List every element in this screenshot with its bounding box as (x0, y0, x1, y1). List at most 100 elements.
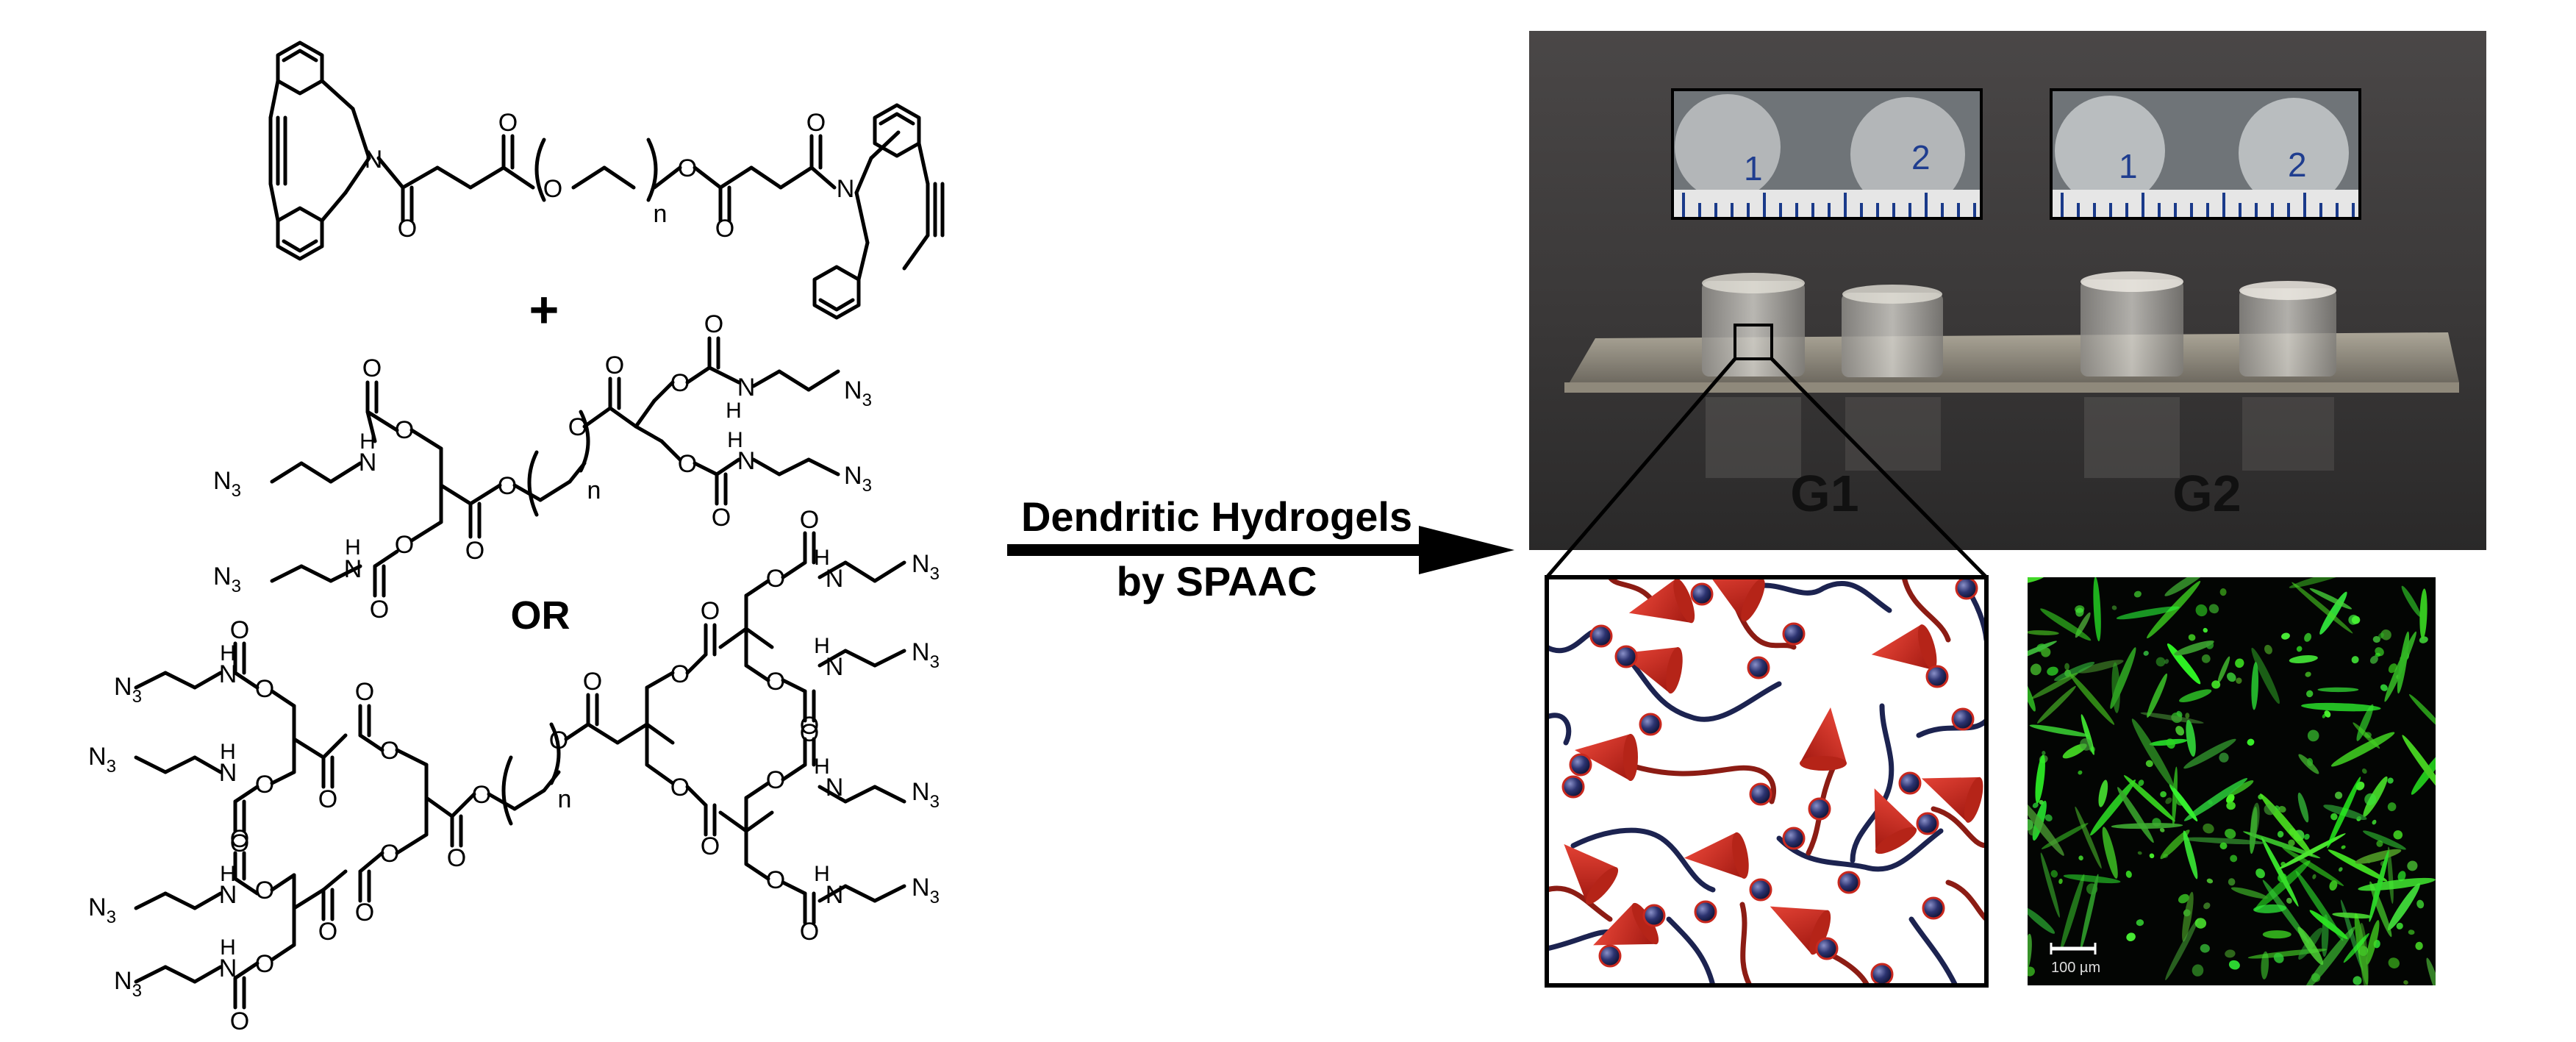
live-cell (2419, 636, 2428, 643)
live-cell (2137, 851, 2142, 855)
atom-n: N (344, 555, 362, 583)
crosslink-node (1569, 753, 1592, 777)
atom-n: N (826, 774, 844, 802)
live-cell (2219, 842, 2228, 850)
atom-o: O (766, 766, 785, 794)
atom-o: O (255, 877, 274, 904)
ruler-mark: 1 (1744, 149, 1763, 188)
live-cell (2047, 666, 2058, 676)
live-cell (2280, 861, 2286, 867)
live-cell (2262, 930, 2291, 939)
live-cell (2147, 673, 2168, 718)
crosslink-node (1561, 775, 1585, 799)
live-cell (2040, 852, 2060, 918)
label-g2: G2 (2172, 465, 2241, 522)
atom-o: O (395, 531, 414, 559)
live-cell (2030, 663, 2042, 676)
live-cell (2255, 868, 2265, 879)
chemical-structures (134, 40, 945, 1010)
live-cell (2165, 918, 2199, 980)
network-schematic (1545, 575, 1989, 988)
live-cell (2341, 845, 2346, 849)
atom-o: O (255, 675, 274, 703)
live-cell (2295, 870, 2344, 941)
atom-o: O (800, 719, 819, 747)
live-cell (2369, 850, 2389, 922)
live-cell (2160, 829, 2190, 860)
live-cell (2165, 797, 2172, 804)
live-cell (2078, 770, 2083, 775)
gel-g2-b (2239, 281, 2336, 377)
live-cell (2332, 912, 2372, 919)
live-cell (2111, 662, 2120, 713)
dbco-peg-linker (268, 40, 945, 320)
dendron-cone (1800, 707, 1847, 771)
peg-strand-red (1625, 762, 1777, 804)
inset-g1 (1671, 88, 1983, 220)
live-cell (2297, 792, 2309, 823)
live-cell (2225, 949, 2236, 958)
atom-o: O (465, 537, 484, 565)
atom-n: N (359, 449, 377, 477)
atom-n: N (837, 175, 855, 203)
live-cell (2296, 646, 2303, 652)
live-cell (2307, 729, 2319, 742)
atom-o: O (678, 154, 697, 182)
crosslink-node (1782, 827, 1806, 850)
live-cell (2028, 797, 2064, 856)
live-cell (2387, 777, 2394, 784)
atom-o: O (670, 774, 690, 802)
live-cell (2032, 802, 2039, 808)
live-cell (2419, 588, 2427, 640)
live-cell (2225, 828, 2236, 839)
crosslink-node (1916, 812, 1939, 835)
atom-h: H (814, 546, 830, 570)
atom-o: O (800, 506, 819, 534)
peg-strand-red (1739, 902, 1753, 985)
live-cell (2351, 615, 2361, 624)
azide-label: N3 (213, 563, 241, 596)
live-cell (2075, 806, 2102, 869)
live-cell (2042, 751, 2046, 755)
live-cell (2201, 654, 2211, 663)
atom-o: O (766, 565, 785, 593)
live-cell (2143, 651, 2149, 656)
live-cells (2028, 577, 2436, 985)
crosslink-node (1955, 577, 1978, 600)
azide-label: N3 (844, 462, 872, 496)
network-frame (1545, 575, 1989, 988)
live-cell (2397, 631, 2410, 694)
peg-strand-red (1901, 577, 1951, 643)
azide-label: N3 (88, 743, 116, 777)
live-cell (2387, 883, 2420, 931)
live-cell (2330, 813, 2338, 821)
live-cell (2261, 951, 2269, 979)
live-cell (2243, 831, 2321, 859)
atom-n: N (737, 374, 756, 402)
live-cell (2226, 793, 2235, 804)
crosslink-node (1749, 878, 1772, 902)
live-cell (2028, 630, 2059, 635)
atom-h: H (814, 754, 830, 779)
live-cell (2372, 819, 2377, 825)
repeat-n: n (587, 477, 601, 504)
live-cell (2028, 966, 2035, 977)
atom-o: O (678, 450, 697, 478)
live-cell (2169, 784, 2198, 821)
atom-h: H (814, 634, 830, 658)
live-cell (2063, 874, 2121, 884)
live-cell (2054, 662, 2095, 681)
atom-o: O (362, 354, 382, 382)
gel-g1-a (1702, 273, 1805, 377)
crosslink-node (1951, 707, 1975, 731)
atom-o: O (318, 785, 337, 813)
peg-strand-navy (1618, 648, 1782, 722)
ruler-ticks (1682, 193, 2355, 217)
live-cell (2080, 874, 2099, 950)
ruler-mark: 1 (2119, 147, 2138, 185)
live-cell (2028, 679, 2036, 712)
live-cell (2353, 722, 2380, 749)
live-cell (2125, 870, 2132, 878)
live-cell (2397, 871, 2406, 882)
